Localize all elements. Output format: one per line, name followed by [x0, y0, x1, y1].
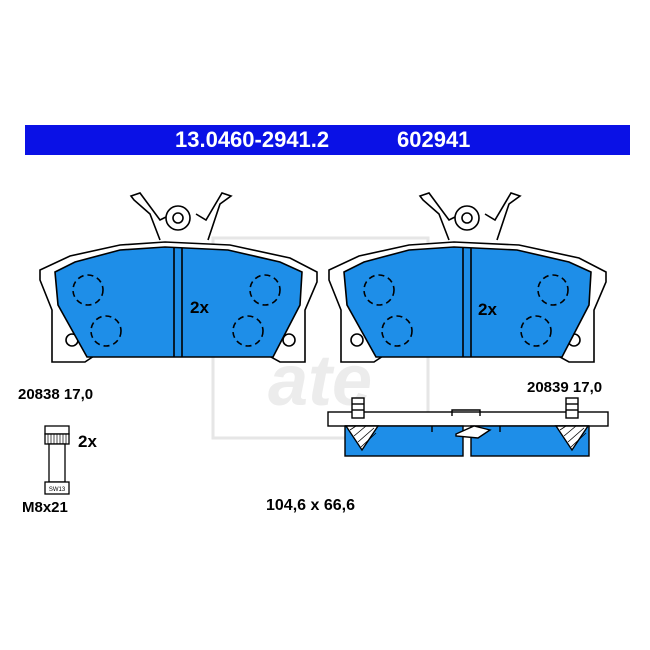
bolt-icon	[44, 425, 70, 495]
header-bar: 13.0460-2941.2 602941	[25, 125, 630, 155]
pad-dimensions: 104,6 x 66,6	[266, 497, 355, 514]
left-brake-pad	[39, 192, 318, 363]
left-pad-spec: 20838 17,0	[18, 386, 93, 403]
bolt-qty: 2x	[78, 432, 97, 451]
wrench-size-label: SW13	[49, 487, 66, 493]
bolt-thread: M8x21	[22, 499, 68, 516]
right-pad-spec: 20839 17,0	[527, 379, 602, 396]
right-pad-thickness: 17,0	[572, 379, 603, 396]
left-pad-code: 20838	[18, 386, 60, 403]
side-view-pad	[327, 397, 609, 457]
left-pad-qty: 2x	[190, 298, 209, 317]
right-pad-code: 20839	[527, 379, 569, 396]
part-number: 13.0460-2941.2	[175, 127, 330, 152]
right-pad-qty: 2x	[478, 300, 497, 319]
right-brake-pad	[328, 192, 607, 363]
left-pad-thickness: 17,0	[63, 386, 94, 403]
ref-number: 602941	[397, 127, 471, 152]
